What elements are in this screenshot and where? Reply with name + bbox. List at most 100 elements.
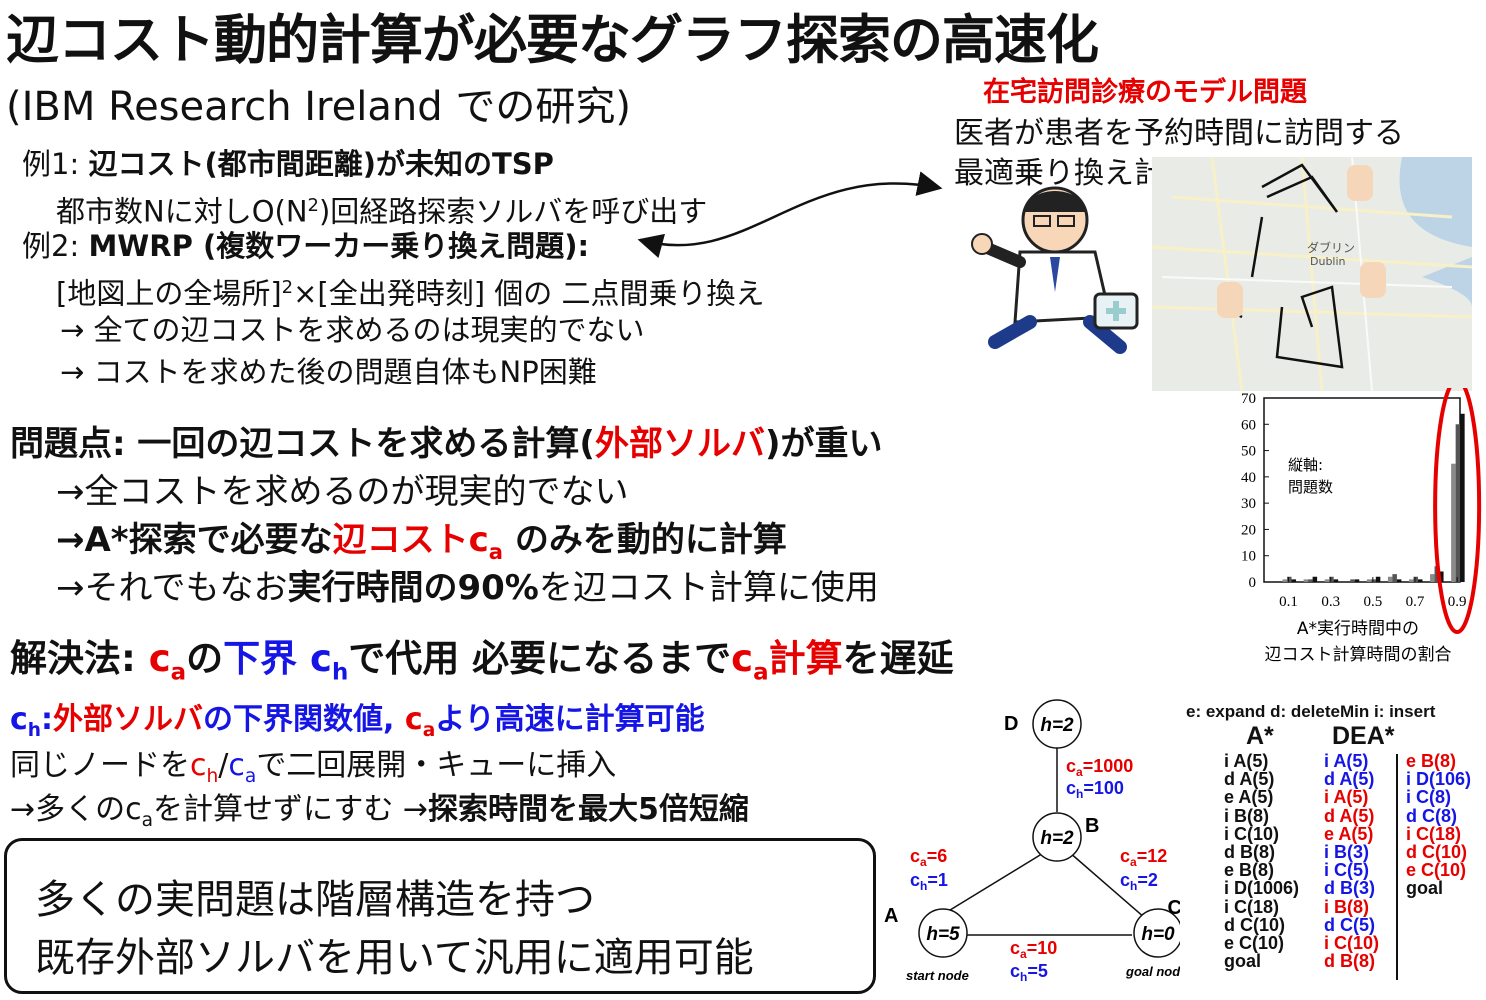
edge-ab — [936, 851, 1046, 919]
page-subtitle: (IBM Research Ireland での研究) — [6, 84, 631, 130]
dea-trace-item: d B(8) — [1324, 951, 1375, 972]
bar — [1354, 579, 1360, 582]
bar — [1329, 576, 1334, 582]
dea-trace-item: d A(5) — [1324, 805, 1375, 826]
node-c-h: h=0 — [1141, 924, 1175, 945]
problem-heading: 問題点: 一回の辺コストを求める計算(外部ソルバ)が重い — [10, 416, 883, 465]
solution-ca-sub: a — [170, 659, 187, 686]
bar — [1333, 579, 1339, 582]
y-tick-label: 50 — [1241, 444, 1256, 460]
bar — [1282, 579, 1288, 582]
highlight-ellipse — [1433, 388, 1482, 634]
ch-line-3: →多くのcaを計算せずにすむ →探索時間を最大5倍短縮 — [10, 784, 749, 831]
problem-line3-a: →A*探索で必要な — [56, 520, 333, 560]
astar-trace-item: i B(8) — [1224, 805, 1269, 826]
bar — [1387, 576, 1393, 582]
edge-ac-ca: ca=10 — [1010, 938, 1057, 961]
doctor-mini-icon-2 — [1360, 262, 1386, 298]
search-graph-diagram: h=2 h=2 h=5 h=0 D B A C start node goal … — [884, 699, 1180, 984]
solution-ca-2: c — [731, 637, 754, 680]
ch-line3-bold: 探索時間を最大5倍短縮 — [428, 792, 749, 827]
ch-line3-sub: a — [141, 810, 154, 831]
bar — [1291, 579, 1297, 582]
astar-trace-item: e C(10) — [1224, 933, 1285, 954]
ch-c: c — [10, 702, 28, 737]
x-tick-label: 0.5 — [1363, 594, 1382, 610]
bar — [1396, 579, 1402, 582]
example-2-note-1: → 全ての辺コストを求めるのは現実的でない — [60, 313, 645, 347]
solution-ca-2-sub: a — [753, 659, 769, 686]
example-2-desc: [地図上の全場所]2×[全出発時刻] 個の 二点間乗り換え — [56, 270, 764, 312]
example-2-prefix: 例2: — [22, 229, 89, 263]
astar-trace-item: i A(5) — [1224, 751, 1269, 771]
edge-bc-ca: ca=12 — [1120, 846, 1167, 869]
dea-trace-item: d A(5) — [1324, 769, 1375, 790]
example-1-desc-a: 都市数Nに対しO(N — [56, 194, 308, 229]
dea-header: DEA* — [1332, 722, 1395, 750]
map-route-icon: ダブリン Dublin — [1152, 157, 1472, 391]
problem-edge-cost-sub: a — [488, 538, 503, 564]
ch-ca: c — [404, 702, 423, 737]
node-d — [1032, 699, 1082, 749]
svg-text:Dublin: Dublin — [1310, 255, 1346, 268]
node-d-h: h=2 — [1040, 715, 1074, 736]
x-tick-label: 0.1 — [1279, 594, 1298, 610]
example-1: 例1: 辺コスト(都市間距離)が未知のTSP — [22, 146, 554, 182]
ch-line2-ch: c — [190, 748, 207, 783]
astar-trace-item: d B(8) — [1224, 842, 1275, 863]
node-a-label: A — [884, 905, 898, 927]
dublin-map: ダブリン Dublin — [1152, 157, 1472, 391]
y-tick-label: 40 — [1241, 470, 1256, 486]
dea-trace-item: goal — [1406, 878, 1444, 899]
ch-line2-a: a — [244, 766, 257, 787]
page-title: 辺コスト動的計算が必要なグラフ探索の高速化 — [6, 10, 1099, 71]
chart-annotation: 縦軸: — [1288, 456, 1323, 474]
ch-line2-b: で二回展開・キューに挿入 — [256, 748, 617, 783]
edge-ac-ch: ch=5 — [1010, 961, 1048, 984]
problem-line-2: →全コストを求めるのが現実的でない — [56, 472, 629, 512]
problem-line4-b: を辺コスト計算に使用 — [538, 568, 879, 608]
node-a-h: h=5 — [926, 924, 960, 945]
y-tick-label: 10 — [1241, 549, 1256, 565]
example-2-sup: 2 — [281, 277, 294, 298]
problem-line3-b: のみを動的に計算 — [502, 520, 787, 560]
bar — [1430, 574, 1435, 582]
solution-heading: 解決法: caの下界 chで代用 必要になるまでca計算を遅延 — [10, 628, 954, 685]
solution-lower-bound: 下界 c — [223, 637, 332, 680]
example-1-prefix: 例1: — [22, 147, 89, 181]
x-axis-label-2: 辺コスト計算時間の割合 — [1265, 645, 1452, 665]
example-2: 例2: MWRP (複数ワーカー乗り換え問題): — [22, 228, 589, 264]
summary-line-2: 既存外部ソルバを用いて汎用に適用可能 — [35, 935, 754, 981]
edge-db-ca: ca=1000 — [1066, 756, 1133, 779]
ch-ca-sub: a — [422, 720, 436, 741]
edge-ab-ca: ca=6 — [910, 846, 947, 869]
solution-label: 解決法: — [10, 637, 149, 680]
dea-trace-item: i A(5) — [1324, 787, 1369, 808]
trace-divider — [1396, 754, 1398, 980]
ch-definition: ch:外部ソルバの下界関数値, caより高速に計算可能 — [10, 694, 705, 741]
dea-trace-item: i B(3) — [1324, 842, 1369, 863]
map-desc-1: 医者が患者を予約時間に訪問する — [954, 116, 1404, 151]
dea-trace-item: d C(5) — [1324, 914, 1375, 935]
solution-calc: 計算 — [768, 637, 843, 680]
astar-trace-item: goal — [1224, 951, 1262, 972]
ch-h: h — [27, 720, 42, 741]
dea-trace-item: i A(5) — [1324, 751, 1369, 771]
doctor-mini-icon-3 — [1217, 282, 1243, 318]
node-b-h: h=2 — [1040, 828, 1074, 849]
svg-text:ダブリン: ダブリン — [1307, 240, 1355, 255]
node-c-label: C — [1168, 897, 1180, 919]
node-b — [1032, 812, 1082, 862]
dea-trace-item: d C(10) — [1406, 842, 1468, 863]
dea-trace-item: d C(8) — [1406, 805, 1457, 826]
bar — [1413, 576, 1418, 582]
ch-line-2: 同じノードをch/caで二回展開・キューに挿入 — [10, 740, 616, 787]
edge-db-ch: ch=100 — [1066, 778, 1124, 801]
y-tick-label: 20 — [1241, 522, 1256, 538]
dea-trace-item: e B(8) — [1406, 751, 1457, 771]
dea-trace-item: e C(10) — [1406, 860, 1467, 881]
astar-trace-item: e A(5) — [1224, 787, 1274, 808]
dea-trace-item: i C(5) — [1324, 860, 1369, 881]
start-node-caption: start node — [906, 968, 969, 983]
